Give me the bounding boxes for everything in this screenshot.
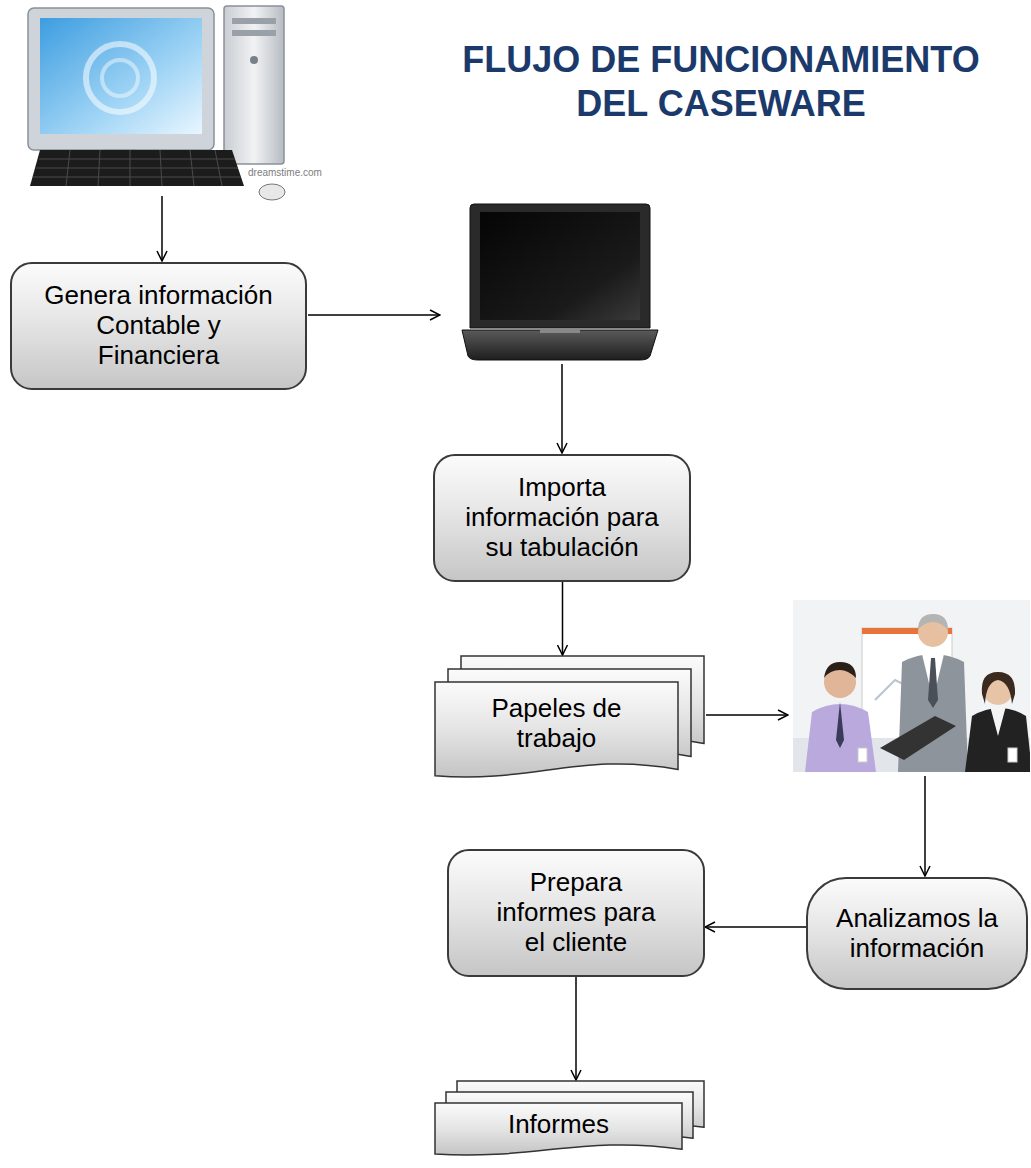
mouse bbox=[259, 184, 285, 200]
process-box: Analizamos la información bbox=[806, 877, 1028, 990]
cup bbox=[858, 748, 867, 762]
cup bbox=[1008, 748, 1017, 762]
document-shape: Papeles de trabajo bbox=[434, 655, 705, 783]
document-page bbox=[435, 682, 678, 777]
flow-arrow bbox=[161, 196, 163, 261]
flow-arrow bbox=[561, 364, 563, 453]
laptop-hinge bbox=[540, 330, 580, 333]
process-box: Genera información Contable y Financiera bbox=[10, 262, 307, 390]
process-box: Importa información para su tabulación bbox=[433, 454, 691, 582]
screen-swirl bbox=[86, 44, 154, 112]
process-box: Prepara informes para el cliente bbox=[447, 849, 705, 977]
node-text: Informes bbox=[508, 1110, 609, 1140]
meeting-photo bbox=[793, 600, 1030, 772]
laptop-screen bbox=[480, 212, 640, 320]
person-tie bbox=[836, 702, 844, 748]
node-text: Genera información Contable y Financiera bbox=[40, 281, 277, 371]
drive-bay bbox=[232, 30, 276, 36]
flow-arrow bbox=[575, 977, 577, 1080]
person-tie bbox=[928, 658, 938, 708]
flow-arrow bbox=[308, 314, 440, 316]
monitor-frame bbox=[28, 8, 214, 150]
node-text: Papeles de trabajo bbox=[474, 694, 639, 754]
document-page bbox=[435, 1103, 682, 1155]
person-blouse bbox=[990, 706, 1006, 736]
flow-arrow bbox=[562, 582, 564, 655]
person-hair bbox=[824, 662, 856, 678]
diagram-title: FLUJO DE FUNCIONAMIENTO DEL CASEWARE bbox=[441, 38, 1001, 126]
keyboard bbox=[30, 150, 244, 186]
person-hair bbox=[918, 614, 948, 630]
monitor-screen bbox=[40, 18, 202, 134]
photo-laptop bbox=[880, 716, 956, 760]
screen-swirl bbox=[102, 60, 138, 96]
power-button bbox=[250, 56, 258, 64]
watermark: dreamstime.com bbox=[248, 167, 322, 178]
node-text: Analizamos la información bbox=[823, 904, 1011, 964]
node-text: Prepara informes para el cliente bbox=[490, 868, 662, 958]
laptop bbox=[462, 204, 658, 360]
flow-arrow bbox=[705, 926, 806, 928]
document-shape: Informes bbox=[434, 1080, 705, 1160]
flow-arrow bbox=[706, 714, 788, 716]
computer-tower bbox=[224, 6, 284, 164]
node-text: Importa información para su tabulación bbox=[459, 473, 665, 563]
desktop-computer bbox=[28, 6, 285, 200]
drive-bay bbox=[232, 18, 276, 24]
keyboard-keys bbox=[33, 150, 241, 186]
laptop-lid bbox=[470, 204, 650, 328]
person-hair bbox=[982, 672, 1015, 704]
laptop-base bbox=[462, 330, 658, 360]
flow-arrow bbox=[924, 776, 926, 876]
